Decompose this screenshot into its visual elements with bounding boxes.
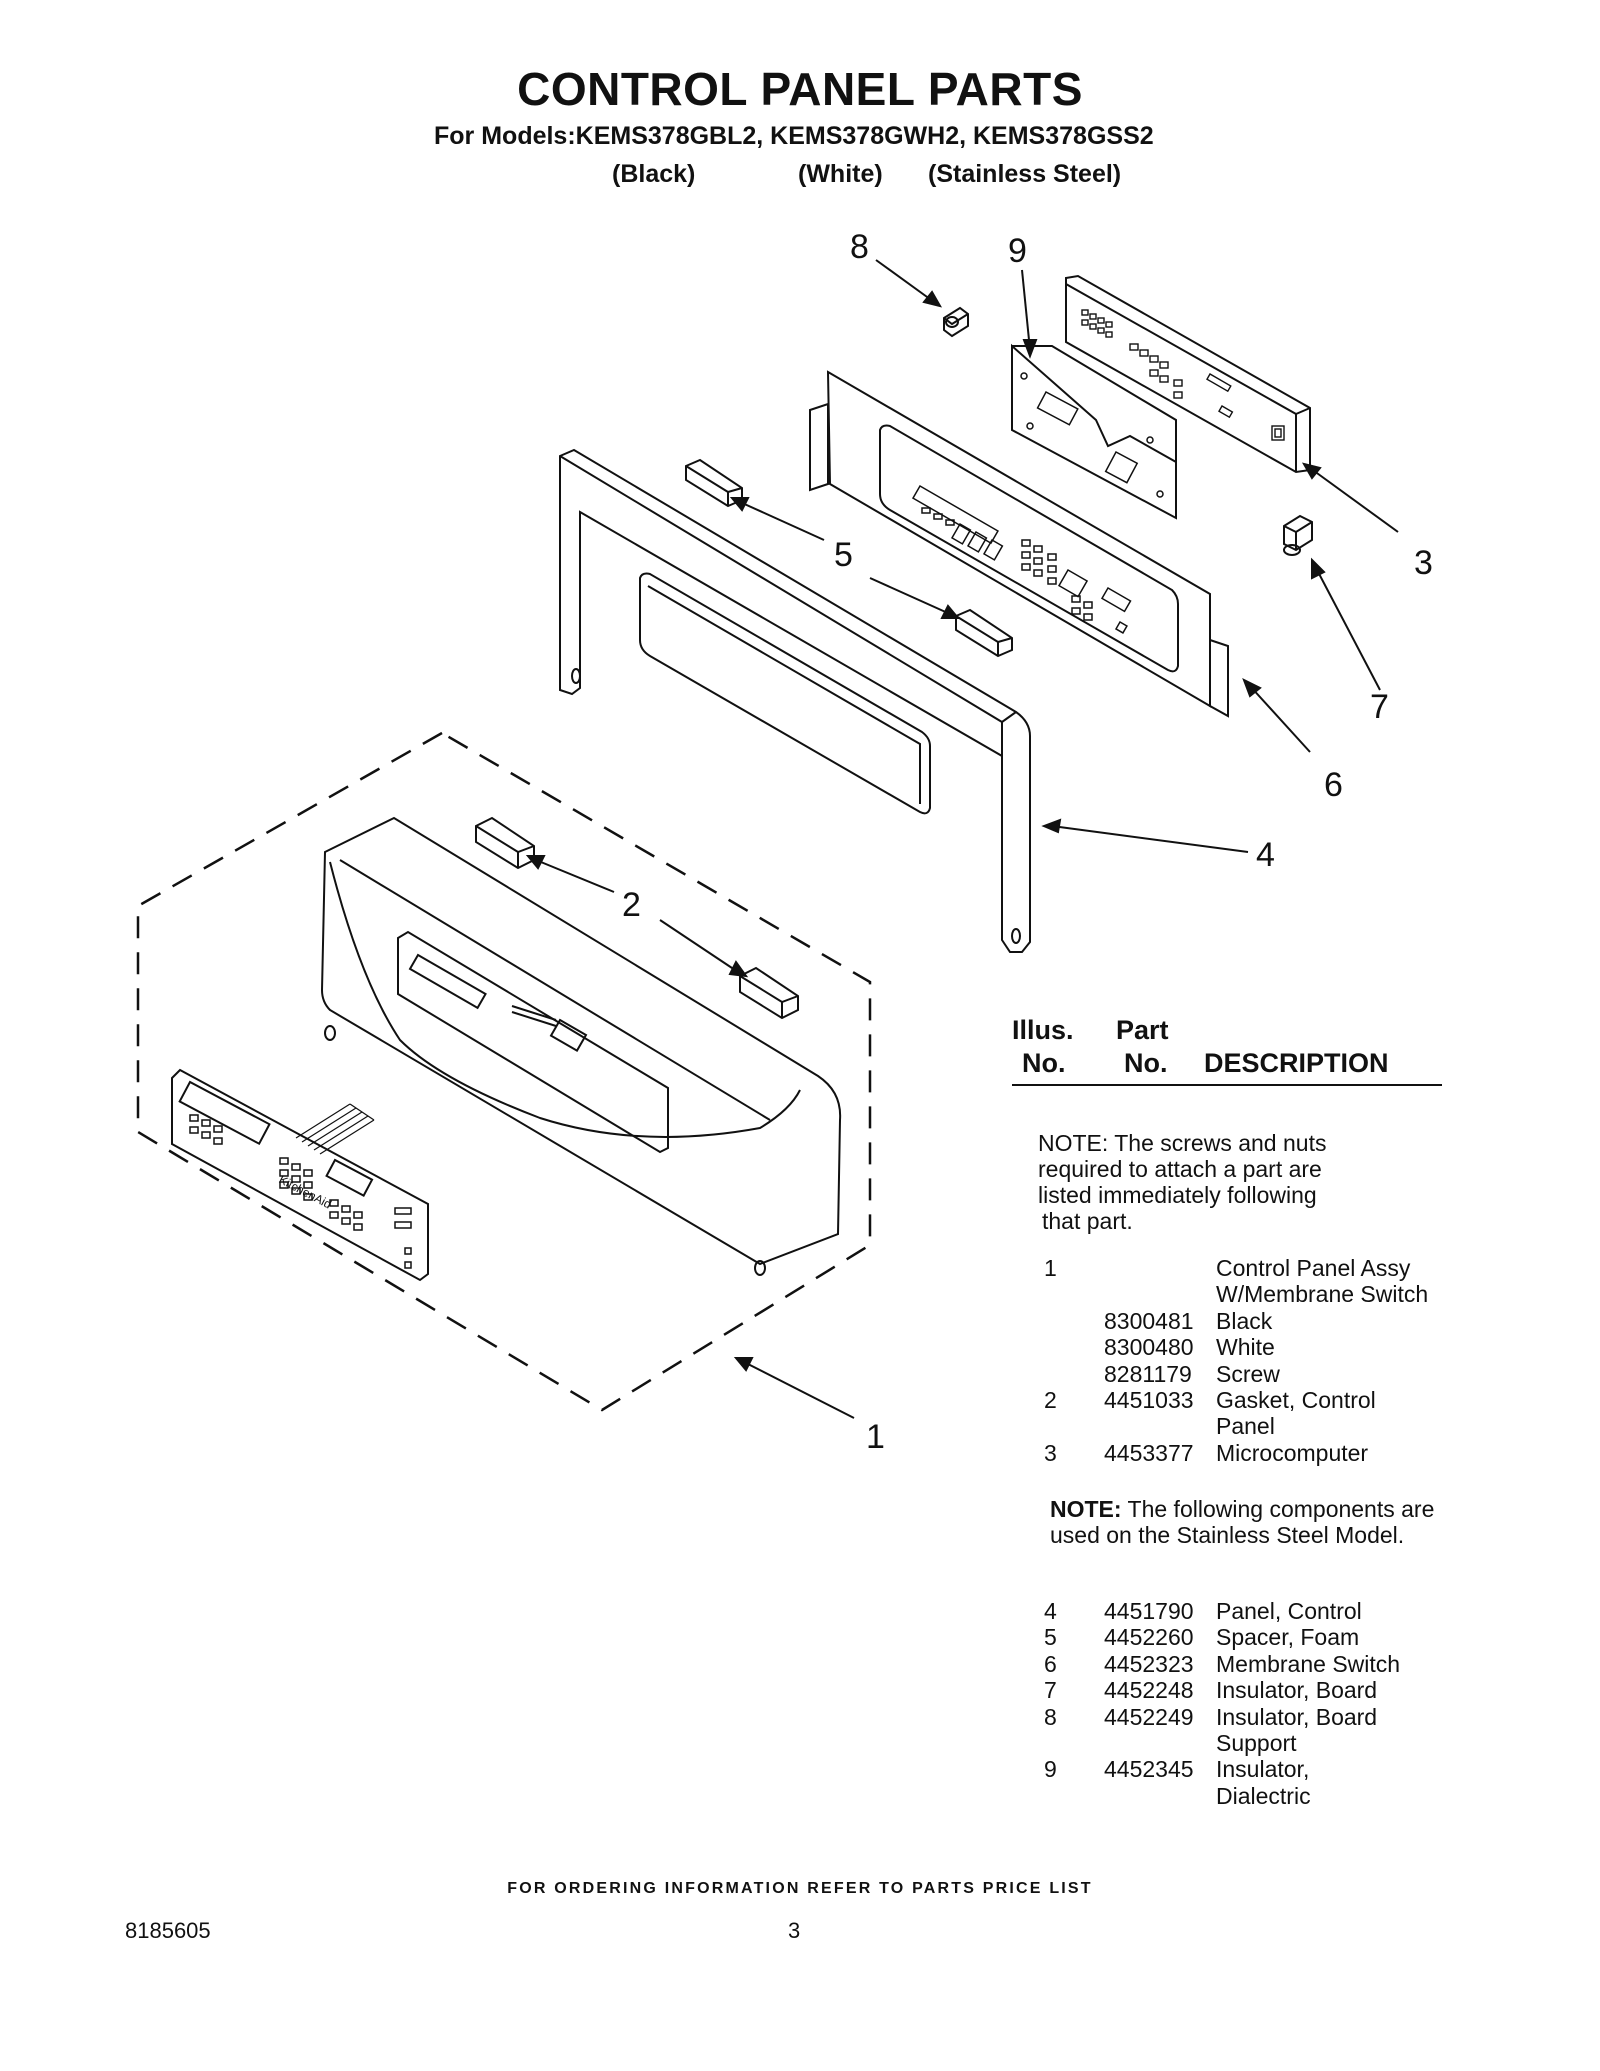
row-desc: Insulator, Board <box>1216 1677 1378 1704</box>
insulator-board-support <box>943 306 969 338</box>
row-desc: Panel <box>1216 1413 1275 1440</box>
variant-white: (White) <box>798 160 883 188</box>
note-stainless: NOTE: The following components are used … <box>1050 1496 1434 1548</box>
callout-9: 9 <box>1008 232 1027 270</box>
row-desc: Control Panel Assy <box>1216 1255 1411 1281</box>
row-desc: Gasket, Control <box>1216 1387 1376 1413</box>
page-number: 3 <box>788 1918 801 1943</box>
note-line: NOTE: The screws and nuts <box>1038 1130 1327 1156</box>
row-desc: Insulator, <box>1216 1756 1310 1783</box>
row-desc: White <box>1216 1334 1275 1361</box>
row-desc: Dialectric <box>1216 1782 1311 1809</box>
note-text: The following components are <box>1121 1496 1435 1522</box>
insulator-board <box>1283 514 1313 556</box>
callout-3: 3 <box>1414 544 1433 582</box>
membrane-switch <box>809 370 1229 718</box>
col-illus-line2: No. <box>1022 1048 1066 1078</box>
page-title: CONTROL PANEL PARTS <box>517 63 1083 115</box>
variant-black: (Black) <box>612 160 696 188</box>
row-part: 4452248 <box>1104 1677 1194 1704</box>
row-illus: 9 <box>1044 1756 1057 1783</box>
row-desc: Membrane Switch <box>1216 1650 1401 1677</box>
note-bold: NOTE: <box>1050 1496 1122 1522</box>
callout-5: 5 <box>834 536 853 574</box>
col-part-line1: Part <box>1116 1015 1169 1045</box>
col-part-line2: No. <box>1124 1048 1168 1078</box>
variant-stainless: (Stainless Steel) <box>928 160 1122 188</box>
row-part: 4452260 <box>1104 1624 1194 1651</box>
row-illus: 3 <box>1044 1439 1057 1466</box>
row-part: 8300480 <box>1104 1334 1194 1361</box>
note-screws: NOTE: The screws and nuts required to at… <box>1038 1130 1326 1234</box>
control-panel-frame <box>559 448 1031 953</box>
row-part: 4452249 <box>1104 1703 1194 1730</box>
col-description: DESCRIPTION <box>1204 1048 1389 1078</box>
note-text: used on the Stainless Steel Model. <box>1050 1522 1405 1548</box>
note-line: that part. <box>1042 1208 1133 1234</box>
col-illus-line1: Illus. <box>1012 1015 1074 1045</box>
row-part: 4451790 <box>1104 1598 1194 1624</box>
callout-8: 8 <box>850 228 869 266</box>
row-part: 4452345 <box>1104 1756 1194 1783</box>
models-line: For Models:KEMS378GBL2, KEMS378GWH2, KEM… <box>434 122 1154 150</box>
callout-4: 4 <box>1256 836 1275 874</box>
row-illus: 7 <box>1044 1677 1057 1704</box>
membrane-overlay <box>171 1068 429 1282</box>
row-illus: 4 <box>1044 1598 1057 1624</box>
leader-lines <box>525 259 1399 1419</box>
note-line: required to attach a part are <box>1038 1156 1322 1182</box>
row-illus: 5 <box>1044 1624 1057 1651</box>
row-desc: Spacer, Foam <box>1216 1624 1360 1651</box>
callout-6: 6 <box>1324 766 1343 804</box>
callout-2: 2 <box>622 886 641 924</box>
insulator-dialectric <box>1011 343 1177 520</box>
ordering-info: FOR ORDERING INFORMATION REFER TO PARTS … <box>507 1880 1093 1897</box>
header-rule <box>1012 1084 1442 1086</box>
row-desc: Support <box>1216 1730 1297 1756</box>
row-desc: Black <box>1216 1307 1273 1334</box>
row-desc: W/Membrane Switch <box>1216 1281 1429 1308</box>
row-part: 8281179 <box>1104 1360 1192 1387</box>
control-panel-housing <box>320 816 842 1276</box>
row-desc: Screw <box>1216 1360 1280 1387</box>
assembly-boundary <box>136 731 872 1412</box>
note-line: listed immediately following <box>1038 1182 1317 1208</box>
row-desc: Microcomputer <box>1216 1439 1369 1466</box>
row-illus: 6 <box>1044 1650 1057 1677</box>
callout-7: 7 <box>1370 688 1389 726</box>
document-number: 8185605 <box>125 1918 211 1943</box>
row-illus: 8 <box>1044 1703 1057 1730</box>
microcomputer-board <box>1065 274 1311 474</box>
row-illus: 1 <box>1044 1255 1057 1281</box>
callout-1: 1 <box>866 1418 885 1456</box>
row-part: 8300481 <box>1104 1307 1194 1334</box>
row-desc: Insulator, Board <box>1216 1703 1378 1730</box>
row-illus: 2 <box>1044 1387 1057 1413</box>
row-part: 4451033 <box>1104 1387 1194 1413</box>
gasket-control-panel <box>475 816 799 1020</box>
row-part: 4453377 <box>1104 1439 1194 1466</box>
row-part: 4452323 <box>1104 1650 1194 1677</box>
row-desc: Panel, Control <box>1216 1598 1362 1624</box>
